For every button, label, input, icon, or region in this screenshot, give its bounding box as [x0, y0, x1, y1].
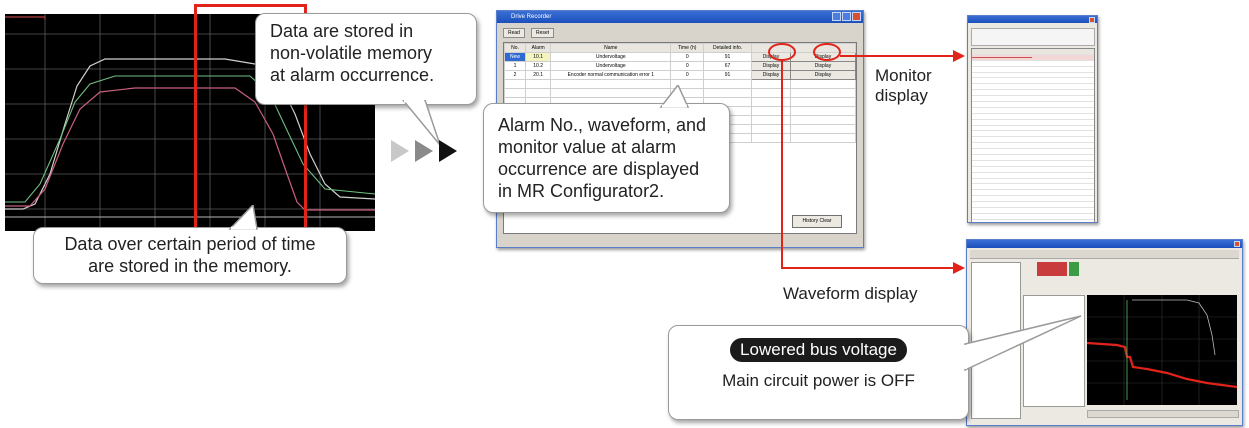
- col-alarm: Alarm: [525, 43, 552, 53]
- monitor-display-window: [967, 15, 1098, 223]
- monitor-display-label: Monitor display: [875, 66, 932, 106]
- display-button[interactable]: Display: [751, 61, 791, 71]
- cell-detail: 91: [703, 70, 752, 80]
- cell-alarm: 10.2: [525, 61, 552, 71]
- arrow-head-icon: [953, 50, 965, 62]
- display-button[interactable]: Display: [751, 70, 791, 80]
- close-icon[interactable]: [852, 12, 861, 21]
- callout-top-tail: [402, 100, 441, 146]
- col-name: Name: [550, 43, 672, 53]
- callout-bus-voltage: Lowered bus voltage Main circuit power i…: [668, 325, 969, 420]
- window-titlebar: Drive Recorder: [497, 11, 863, 23]
- display-button[interactable]: Display: [790, 70, 856, 80]
- callout-bottom-tail: [228, 205, 258, 230]
- waveform-plot: [1087, 295, 1237, 405]
- callout-line: monitor value at alarm: [498, 137, 677, 157]
- callout-line: are stored in the memory.: [88, 256, 292, 276]
- waveform-button-highlight: [813, 43, 841, 61]
- wave-scrollbar[interactable]: [1087, 410, 1239, 418]
- read-button[interactable]: Read: [503, 27, 525, 38]
- minimize-icon[interactable]: [832, 12, 841, 21]
- trace-green: [5, 75, 375, 203]
- cell-alarm: 20.1: [525, 70, 552, 80]
- table-header: No. Alarm Name Time (h) Detailed info.: [503, 43, 856, 53]
- label-line: display: [875, 86, 928, 105]
- trace-magenta: [5, 87, 375, 211]
- col-time: Time (h): [670, 43, 705, 53]
- bus-voltage-trace: [1087, 341, 1237, 389]
- toolbar: Read Reset: [497, 23, 863, 39]
- trace-white: [5, 58, 375, 210]
- callout-memory-period: Data over certain period of time are sto…: [33, 227, 347, 284]
- wave-status-red: [1037, 262, 1067, 276]
- main-circuit-text: Main circuit power is OFF: [722, 371, 915, 390]
- col-no: No.: [503, 43, 527, 53]
- cell-name: Undervoltage: [550, 61, 672, 71]
- trace-white: [1132, 299, 1216, 356]
- scope-traces: [5, 14, 375, 231]
- monitor-header-panel: [971, 28, 1095, 46]
- cell-name: Encoder normal communication error 1: [550, 70, 672, 80]
- callout-configurator-display: Alarm No., waveform, and monitor value a…: [483, 103, 730, 213]
- cell-alarm: 10.1: [525, 52, 552, 62]
- monitor-button-highlight: [768, 43, 796, 61]
- close-icon[interactable]: [1234, 241, 1240, 247]
- callout-line: Data are stored in: [270, 21, 414, 41]
- scope-grid: [5, 14, 375, 231]
- close-icon[interactable]: [1089, 17, 1095, 23]
- callout-line: Data over certain period of time: [64, 234, 316, 254]
- cell-detail: 67: [703, 61, 752, 71]
- wave-toolbar: [970, 250, 1239, 259]
- monitor-table: [971, 48, 1095, 222]
- table-row[interactable]: New 10.1 Undervoltage 0 91 Display Displ…: [503, 52, 856, 62]
- cell-name: Undervoltage: [550, 52, 672, 62]
- waveform-display-label: Waveform display: [783, 284, 918, 303]
- bus-voltage-badge: Lowered bus voltage: [730, 338, 907, 362]
- callout-line: at alarm occurrence.: [270, 65, 435, 85]
- callout-line: in MR Configurator2.: [498, 181, 665, 201]
- reset-button[interactable]: Reset: [530, 27, 555, 38]
- table-row[interactable]: 2 20.1 Encoder normal communication erro…: [503, 70, 856, 80]
- cell-time: 0: [670, 70, 705, 80]
- maximize-icon[interactable]: [842, 12, 851, 21]
- callout-line: non-volatile memory: [270, 43, 433, 63]
- cell-no: 2: [503, 70, 527, 80]
- callout-line: Alarm No., waveform, and: [498, 115, 707, 135]
- cell-time: 0: [670, 61, 705, 71]
- flow-arrows: [391, 140, 457, 162]
- arrow-light-icon: [391, 140, 409, 162]
- callout-alarm-storage: Data are stored in non-volatile memory a…: [255, 13, 477, 105]
- arrow-dark-icon: [439, 140, 457, 162]
- cell-no: 1: [503, 61, 527, 71]
- table-row[interactable]: 1 10.2 Undervoltage 0 67 Display Display: [503, 61, 856, 71]
- history-clear-button[interactable]: History Clear: [792, 215, 842, 228]
- window-title: Drive Recorder: [511, 14, 552, 20]
- window-titlebar: [967, 240, 1242, 248]
- callout-bus-tail: [963, 315, 1082, 372]
- trace-red-top: [5, 16, 46, 20]
- cell-no: New: [503, 52, 527, 62]
- wave-status-green: [1069, 262, 1079, 276]
- callout-mid-tail: [659, 85, 690, 108]
- display-button[interactable]: Display: [790, 61, 856, 71]
- wave-value-panel: [1023, 295, 1085, 407]
- window-titlebar: [968, 16, 1097, 23]
- label-line: Monitor: [875, 66, 932, 85]
- arrow-mid-icon: [415, 140, 433, 162]
- cell-time: 0: [670, 52, 705, 62]
- cell-detail: 91: [703, 52, 752, 62]
- col-detail: Detailed info.: [703, 43, 752, 53]
- callout-line: occurrence are displayed: [498, 159, 700, 179]
- arrow-head-icon: [953, 262, 965, 274]
